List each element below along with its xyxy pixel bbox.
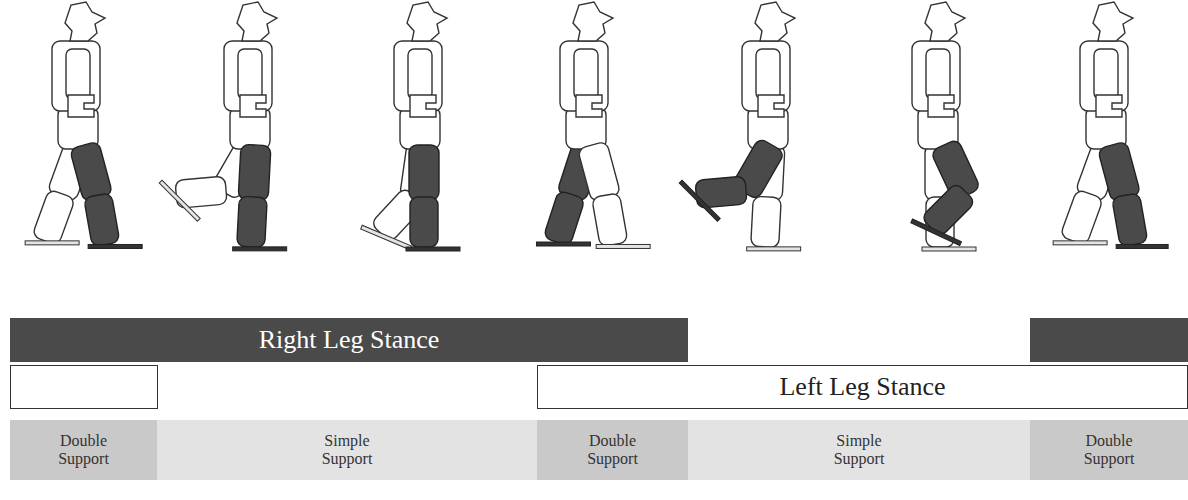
- robot-figure: [535, 2, 656, 262]
- phase-label: Double Support: [573, 432, 653, 467]
- phase-label: Simple Support: [307, 432, 387, 467]
- stance-band: [1030, 318, 1188, 362]
- stance-band: [11, 366, 158, 409]
- phase-label: Left Leg Stance: [779, 372, 945, 402]
- phase-label: Double Support: [44, 432, 124, 467]
- robot-figure: [887, 2, 1002, 266]
- robot-figure: [356, 2, 460, 268]
- phase-label: Double Support: [1069, 432, 1149, 467]
- robot-figure: [661, 2, 806, 254]
- stance-band: Left Leg Stance: [537, 365, 1188, 409]
- phase-cell: Simple Support: [157, 420, 537, 480]
- phase-cell: Double Support: [537, 420, 688, 480]
- robot-figure: [1052, 2, 1174, 262]
- phase-label: Right Leg Stance: [259, 325, 440, 355]
- robot-figure: [24, 2, 148, 262]
- phase-label: Simple Support: [819, 432, 899, 467]
- phase-cell: Simple Support: [688, 420, 1030, 480]
- phase-cell: Double Support: [1030, 420, 1188, 480]
- robot-figure: [141, 2, 292, 254]
- phase-cell: Double Support: [10, 420, 157, 480]
- stance-band: Right Leg Stance: [10, 318, 688, 362]
